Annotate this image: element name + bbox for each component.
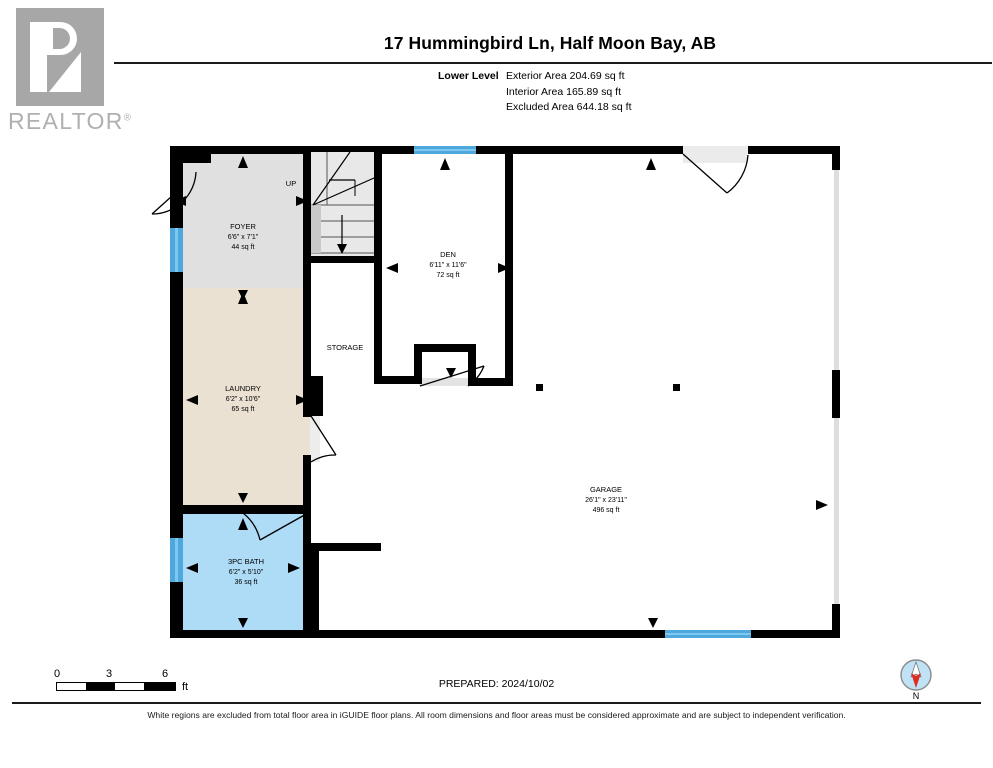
scale-tick-1: 3 bbox=[106, 668, 113, 680]
room-dims-bath: 6'2" x 5'10" bbox=[229, 569, 264, 576]
dimension-arrows bbox=[174, 156, 828, 628]
window-den-top-line bbox=[414, 149, 476, 151]
realtor-wordmark: REALTOR® bbox=[8, 108, 132, 135]
wall-den-threshold-bottom bbox=[468, 378, 512, 386]
prepared-date: PREPARED: 2024/10/02 bbox=[438, 678, 555, 690]
garage-post-right bbox=[673, 384, 680, 391]
scale-tick-0: 0 bbox=[54, 668, 61, 680]
level-label: Lower Level bbox=[438, 70, 499, 82]
realtor-wordmark-text: REALTOR bbox=[8, 108, 124, 134]
room-dims-den: 6'11" x 11'6" bbox=[429, 262, 467, 269]
wall-right-corner-bottom bbox=[832, 604, 840, 638]
r-leg bbox=[49, 52, 81, 92]
wall-den-right-lower bbox=[468, 344, 476, 386]
registered-mark: ® bbox=[123, 112, 133, 124]
window-left-bath-line bbox=[175, 538, 178, 582]
realtor-logo: REALTOR® bbox=[8, 8, 131, 136]
wall-bath-top bbox=[183, 505, 311, 514]
wall-left-mid bbox=[170, 272, 183, 538]
wall-storage-left-lower bbox=[311, 376, 323, 416]
scale-unit-label: ft bbox=[182, 681, 189, 693]
wall-bottom-mid bbox=[310, 630, 665, 638]
room-fill-laundry bbox=[183, 288, 310, 508]
scale-bar bbox=[56, 682, 176, 691]
room-fill-foyer-main bbox=[183, 152, 310, 288]
scale-tick-2: 6 bbox=[162, 668, 169, 680]
room-dims-garage: 26'1" x 23'11" bbox=[585, 497, 627, 504]
wall-top-left-2 bbox=[196, 146, 414, 154]
wall-laundry-right bbox=[303, 262, 311, 417]
wall-storage-right bbox=[374, 263, 382, 383]
room-area-den: 72 sq ft bbox=[437, 272, 460, 279]
wall-bath-right bbox=[303, 505, 311, 638]
header-divider bbox=[114, 62, 992, 64]
wall-den-bottom bbox=[414, 344, 476, 352]
room-label-bath: 3PC BATH 6'2" x 5'10" 36 sq ft bbox=[228, 557, 264, 586]
laundry-door-threshold bbox=[310, 416, 320, 462]
room-area-foyer: 44 sq ft bbox=[232, 244, 255, 251]
stair-direction-label: UP bbox=[286, 179, 296, 188]
scale-seg-2 bbox=[86, 683, 115, 690]
wall-den-left bbox=[374, 146, 382, 263]
room-dims-foyer: 6'6" x 7'1" bbox=[228, 234, 259, 241]
page-title: 17 Hummingbird Ln, Half Moon Bay, AB bbox=[383, 33, 717, 53]
window-left-foyer-line bbox=[175, 228, 178, 272]
wall-right-mid-pier bbox=[832, 370, 840, 418]
wall-den-right bbox=[505, 146, 513, 386]
room-area-laundry: 65 sq ft bbox=[232, 406, 255, 413]
r-bowl-counter bbox=[53, 28, 70, 49]
wall-laundry-right-lower bbox=[303, 455, 311, 515]
compass-rose: N bbox=[898, 657, 938, 703]
compass-north-label: N bbox=[912, 691, 920, 701]
wall-top-mid bbox=[476, 146, 683, 154]
room-name-foyer: FOYER bbox=[230, 222, 256, 231]
room-area-garage: 496 sq ft bbox=[593, 507, 620, 514]
room-name-laundry: LAUNDRY bbox=[225, 384, 261, 393]
scale-tick-labels: 0 3 6 bbox=[50, 668, 180, 681]
scale-seg-4 bbox=[144, 683, 175, 690]
room-label-storage: STORAGE bbox=[327, 343, 364, 352]
wall-left-lower bbox=[170, 582, 183, 638]
compass-icon bbox=[900, 659, 932, 691]
wall-garage-interior-left bbox=[311, 543, 319, 638]
room-name-storage: STORAGE bbox=[327, 343, 364, 352]
room-label-garage: GARAGE 26'1" x 23'11" 496 sq ft bbox=[585, 485, 627, 514]
staircase bbox=[311, 151, 375, 256]
wall-foyer-stair-divider bbox=[303, 152, 311, 262]
wall-storage-step bbox=[414, 344, 422, 384]
excluded-area: Excluded Area 644.18 sq ft bbox=[506, 101, 632, 113]
wall-bottom-right bbox=[751, 630, 840, 638]
room-label-laundry: LAUNDRY 6'2" x 10'6" 65 sq ft bbox=[225, 384, 261, 413]
wall-bottom-left bbox=[170, 630, 317, 638]
wall-storage-bottom bbox=[374, 376, 422, 384]
garage-door-right-lower bbox=[834, 418, 839, 604]
scale-bar-group: 0 3 6 ft bbox=[50, 668, 200, 698]
garage-entry-threshold bbox=[419, 378, 468, 386]
room-dims-laundry: 6'2" x 10'6" bbox=[226, 396, 261, 403]
garage-door-right-upper bbox=[834, 170, 839, 370]
front-entry-threshold bbox=[683, 146, 748, 163]
wall-left-upper bbox=[170, 146, 183, 228]
window-garage-bottom-line bbox=[665, 633, 751, 635]
room-area-bath: 36 sq ft bbox=[235, 579, 258, 586]
garage-post-left bbox=[536, 384, 543, 391]
room-name-bath: 3PC BATH bbox=[228, 557, 264, 566]
r-stem bbox=[30, 22, 47, 92]
room-name-garage: GARAGE bbox=[590, 485, 622, 494]
footer-divider bbox=[12, 702, 981, 704]
area-lines: Exterior Area 204.69 sq ft Interior Area… bbox=[506, 69, 632, 116]
room-label-den: DEN 6'11" x 11'6" 72 sq ft bbox=[429, 250, 467, 279]
room-name-den: DEN bbox=[440, 250, 456, 259]
disclaimer-text: White regions are excluded from total fl… bbox=[147, 710, 846, 720]
interior-area: Interior Area 165.89 sq ft bbox=[506, 85, 621, 98]
wall-right-corner-top bbox=[832, 146, 840, 170]
room-label-foyer: FOYER 6'6" x 7'1" 44 sq ft bbox=[228, 222, 259, 251]
exterior-area: Exterior Area 204.69 sq ft bbox=[506, 70, 625, 82]
wall-stair-bottom bbox=[303, 255, 382, 263]
wall-top-right bbox=[748, 146, 840, 154]
wall-garage-interior-stub bbox=[311, 543, 381, 551]
realtor-r-mark bbox=[16, 8, 104, 106]
